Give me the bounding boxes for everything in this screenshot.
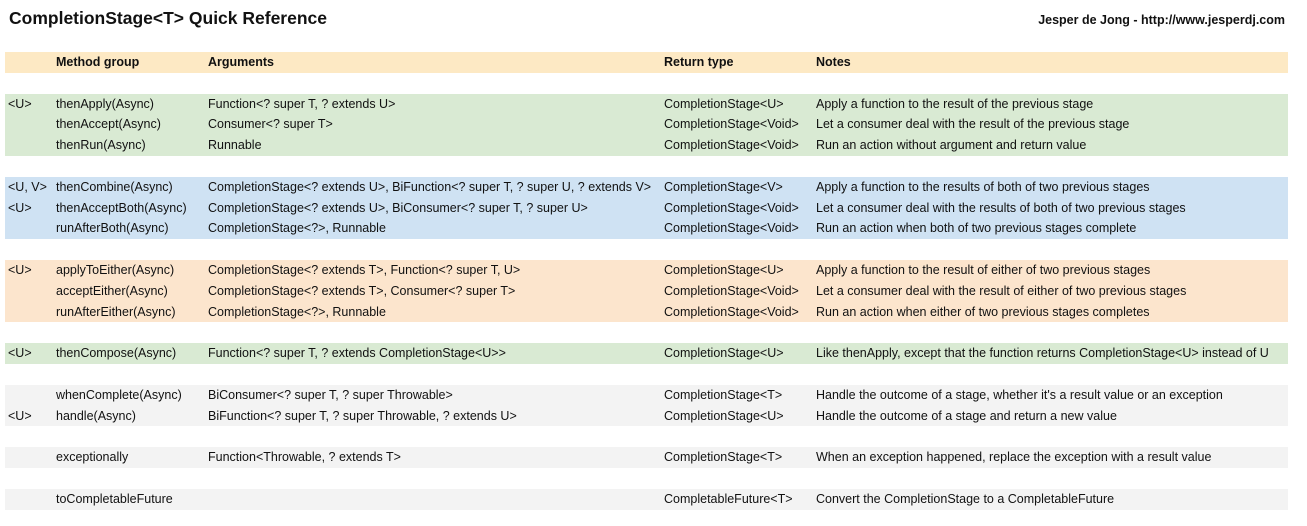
method-cell: whenComplete(Async) (56, 387, 182, 402)
table-row: <U> thenAcceptBoth(Async) CompletionStage<… (5, 197, 1288, 219)
return-type-cell: CompletionStage<U> (664, 408, 784, 423)
type-param-cell: <U> (8, 96, 32, 111)
notes-cell: Let a consumer deal with the result of t… (816, 117, 1130, 132)
arguments-cell: CompletionStage<? extends U>, BiFunction… (208, 179, 652, 194)
arguments-cell: BiFunction<? super T, ? super Throwable,… (208, 408, 517, 423)
header-arguments: Arguments (208, 55, 274, 69)
arguments-cell: Runnable (208, 138, 262, 153)
method-cell: applyToEither(Async) (56, 262, 175, 277)
return-type-cell: CompletionStage<T> (664, 387, 783, 402)
notes-cell: Convert the CompletionStage to a Complet… (816, 491, 1115, 506)
method-cell: thenAccept(Async) (56, 117, 161, 132)
type-param-cell: <U> (8, 262, 32, 277)
method-cell: exceptionally (56, 450, 129, 465)
return-type-cell: CompletionStage<U> (664, 346, 784, 361)
page-title: CompletionStage<T> Quick Reference (9, 8, 328, 28)
notes-cell: Apply a function to the result of either… (816, 262, 1151, 277)
table-row: toCompletableFuture CompletableFuture<T> C… (5, 488, 1288, 510)
header-return-type: Return type (664, 55, 734, 69)
table-row: <U> handle(Async) BiFunction<? super T, ? … (5, 405, 1288, 427)
type-param-cell: <U> (8, 346, 32, 361)
arguments-cell: Function<? super T, ? extends U> (208, 96, 396, 111)
return-type-cell: CompletionStage<Void> (664, 283, 799, 298)
author-credit: Jesper de Jong - http://www.jesperdj.com (1038, 13, 1285, 27)
notes-cell: Let a consumer deal with the results of … (816, 200, 1186, 215)
notes-cell: Like thenApply, except that the function… (816, 346, 1269, 361)
return-type-cell: CompletionStage<U> (664, 96, 784, 111)
method-cell: thenAcceptBoth(Async) (56, 200, 187, 215)
notes-cell: Apply a function to the result of the pr… (816, 96, 1094, 111)
type-param-cell: <U> (8, 408, 32, 423)
table-row: whenComplete(Async) BiConsumer<? super T,… (5, 384, 1288, 406)
method-cell: thenCombine(Async) (56, 179, 173, 194)
table-header-row: Method group Arguments Return type Notes (5, 52, 1288, 73)
return-type-cell: CompletableFuture<T> (664, 491, 793, 506)
method-cell: toCompletableFuture (56, 491, 173, 506)
table-row: <U, V> thenCombine(Async) CompletionStage<… (5, 176, 1288, 198)
reference-table: Method group Arguments Return type Notes… (5, 52, 1288, 510)
table-row: thenRun(Async) Runnable CompletionStage<Vo… (5, 135, 1288, 156)
return-type-cell: CompletionStage<Void> (664, 304, 799, 319)
notes-cell: Handle the outcome of a stage and return… (816, 408, 1117, 423)
return-type-cell: CompletionStage<Void> (664, 138, 799, 153)
return-type-cell: CompletionStage<T> (664, 450, 783, 465)
notes-cell: When an exception happened, replace the … (816, 450, 1212, 465)
arguments-cell: CompletionStage<? extends T>, Consumer<?… (208, 283, 516, 298)
arguments-cell: Function<Throwable, ? extends T> (208, 450, 401, 465)
return-type-cell: CompletionStage<U> (664, 262, 784, 277)
arguments-cell: Function<? super T, ? extends Completion… (208, 346, 506, 361)
table-row: <U> thenApply(Async) Function<? super T, ?… (5, 93, 1288, 115)
table-row: exceptionally Function<Throwable, ? exten… (5, 447, 1288, 468)
arguments-cell: CompletionStage<? extends U>, BiConsumer… (208, 200, 588, 215)
return-type-cell: CompletionStage<Void> (664, 200, 799, 215)
notes-cell: Run an action without argument and retur… (816, 138, 1087, 153)
notes-cell: Run an action when both of two previous … (816, 221, 1137, 236)
arguments-cell: BiConsumer<? super T, ? super Throwable> (208, 387, 453, 402)
method-cell: runAfterBoth(Async) (56, 221, 169, 236)
arguments-cell: Consumer<? super T> (208, 117, 333, 132)
return-type-cell: CompletionStage<Void> (664, 117, 799, 132)
table-row: runAfterEither(Async) CompletionStage<?>,… (5, 301, 1288, 323)
method-cell: acceptEither(Async) (56, 283, 168, 298)
method-cell: handle(Async) (56, 408, 136, 423)
header-method-group: Method group (56, 55, 140, 69)
return-type-cell: CompletionStage<V> (664, 179, 783, 194)
arguments-cell: CompletionStage<?>, Runnable (208, 304, 386, 319)
table-row: runAfterBoth(Async) CompletionStage<?>, R… (5, 218, 1288, 240)
header-notes: Notes (816, 55, 851, 69)
method-cell: thenRun(Async) (56, 138, 146, 153)
notes-cell: Run an action when either of two previou… (816, 304, 1150, 319)
table-row: <U> applyToEither(Async) CompletionStage<?… (5, 259, 1288, 281)
method-cell: thenApply(Async) (56, 96, 154, 111)
arguments-cell: CompletionStage<?>, Runnable (208, 221, 386, 236)
type-param-cell: <U, V> (8, 179, 47, 194)
arguments-cell: CompletionStage<? extends T>, Function<?… (208, 262, 521, 277)
table-body: <U> thenApply(Async) Function<? super T, ?… (5, 93, 1288, 510)
notes-cell: Let a consumer deal with the result of e… (816, 283, 1187, 298)
notes-cell: Apply a function to the results of both … (816, 179, 1150, 194)
table-row: acceptEither(Async) CompletionStage<? ext… (5, 280, 1288, 302)
type-param-cell: <U> (8, 200, 32, 215)
table-row: <U> thenCompose(Async) Function<? super T,… (5, 343, 1288, 364)
notes-cell: Handle the outcome of a stage, whether i… (816, 387, 1223, 402)
method-cell: thenCompose(Async) (56, 346, 177, 361)
return-type-cell: CompletionStage<Void> (664, 221, 799, 236)
method-cell: runAfterEither(Async) (56, 304, 176, 319)
table-row: thenAccept(Async) Consumer<? super T> Comp… (5, 114, 1288, 136)
